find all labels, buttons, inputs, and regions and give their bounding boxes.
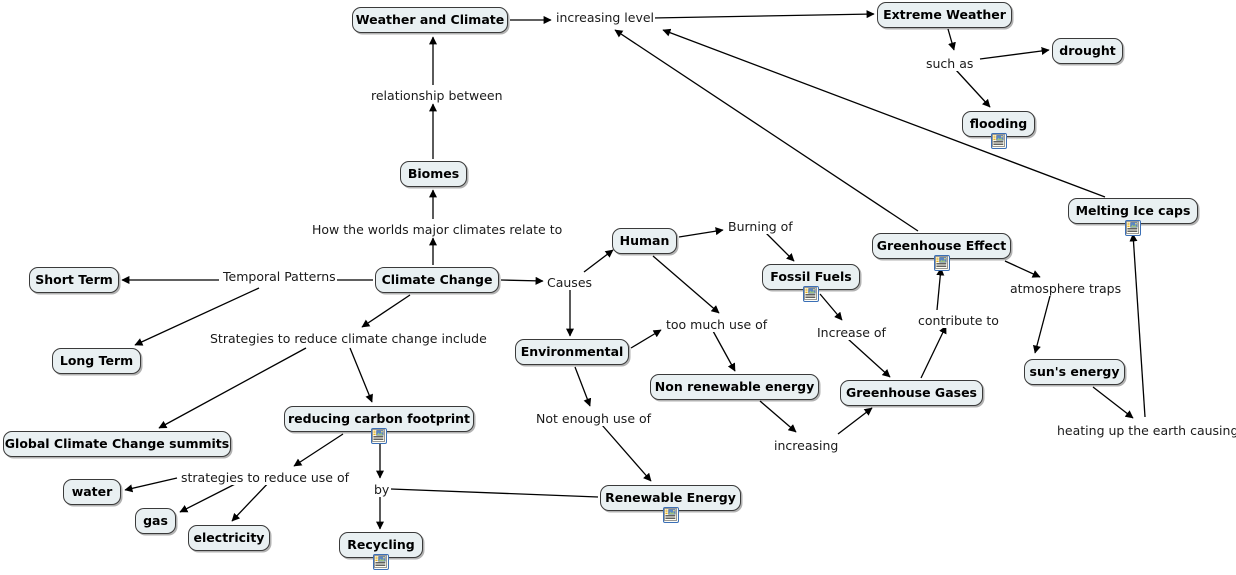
edge-increasing-level-to-extreme-weather — [651, 10, 875, 19]
edge-such-as-to-drought — [979, 46, 1050, 60]
link-label-not_enough_use_of[interactable]: Not enough use of — [535, 411, 653, 426]
concept-node-label: water — [71, 483, 113, 499]
edge-human-to-burning-of — [678, 227, 724, 238]
edge-increasing-to-greenhouse-gases — [837, 407, 873, 435]
edge-non-renewable-to-increasing — [759, 400, 797, 433]
edge-climate-change-to-strategies — [361, 294, 411, 328]
link-label-increasing[interactable]: increasing — [773, 438, 840, 453]
link-label-atmosphere_traps[interactable]: atmosphere traps — [1009, 281, 1123, 296]
edge-heating-up-to-melting-ice-caps — [1129, 233, 1146, 418]
concept-node-label: Global Climate Change summits — [4, 435, 230, 451]
link-label-by[interactable]: by — [373, 482, 391, 497]
concept-node-flooding[interactable]: flooding — [962, 111, 1035, 137]
edge-strategies-use-to-water — [124, 477, 178, 493]
link-label-increase_of[interactable]: Increase of — [816, 325, 887, 340]
concept-node-label: Long Term — [59, 352, 134, 368]
concept-node-label: Greenhouse Effect — [876, 237, 1007, 253]
concept-node-label: electricity — [193, 529, 265, 545]
edge-environmental-to-too-much-use — [630, 329, 662, 349]
concept-node-gas[interactable]: gas — [135, 508, 176, 534]
edge-climate-change-to-causes — [500, 276, 544, 285]
concept-node-label: Climate Change — [381, 271, 493, 287]
edge-greenhouse-effect-to-atmosphere-traps — [1004, 260, 1041, 278]
concept-node-label: Weather and Climate — [355, 11, 505, 27]
edge-extreme-weather-to-such-as — [947, 28, 956, 51]
link-label-strategies_reduce_cc[interactable]: Strategies to reduce climate change incl… — [209, 331, 488, 346]
edge-greenhouse-effect-to-increasing-level — [614, 29, 919, 232]
concept-node-label: reducing carbon footprint — [287, 410, 471, 426]
concept-node-suns_energy[interactable]: sun's energy — [1024, 359, 1125, 385]
concept-node-label: Renewable Energy — [605, 489, 736, 505]
concept-node-non_renewable[interactable]: Non renewable energy — [650, 374, 819, 400]
edge-atmosphere-traps-to-suns-energy — [1032, 295, 1051, 354]
concept-node-long_term[interactable]: Long Term — [52, 348, 141, 374]
edge-contribute-to-to-greenhouse-effect — [936, 267, 945, 311]
concept-node-extreme_weather[interactable]: Extreme Weather — [877, 2, 1012, 28]
concept-node-drought[interactable]: drought — [1052, 38, 1123, 64]
concept-node-label: flooding — [969, 115, 1028, 131]
edge-such-as-to-flooding — [955, 69, 991, 108]
document-resource-icon[interactable] — [803, 286, 819, 302]
concept-node-climate_change[interactable]: Climate Change — [375, 267, 499, 293]
concept-node-label: Melting Ice caps — [1075, 202, 1191, 218]
concept-node-label: Biomes — [407, 165, 460, 181]
concept-node-label: Recycling — [347, 536, 415, 552]
edge-greenhouse-gases-to-contribute-to — [920, 325, 947, 379]
concept-node-label: drought — [1059, 42, 1116, 58]
concept-node-label: sun's energy — [1029, 363, 1120, 379]
document-resource-icon[interactable] — [373, 554, 389, 570]
link-label-relationship_between[interactable]: relationship between — [370, 88, 504, 103]
document-resource-icon[interactable] — [990, 133, 1007, 149]
edge-carbon-footprint-to-strategies-use — [293, 433, 344, 467]
link-label-such_as[interactable]: such as — [925, 56, 975, 71]
link-label-temporal_patterns[interactable]: Temporal Patterns — [222, 269, 337, 284]
link-label-contribute_to[interactable]: contribute to — [917, 313, 1000, 328]
concept-node-electricity[interactable]: electricity — [188, 525, 270, 551]
concept-node-label: Extreme Weather — [883, 6, 1006, 22]
edge-melting-ice-caps-to-increasing-level — [662, 28, 1106, 198]
link-label-burning_of[interactable]: Burning of — [727, 219, 794, 234]
document-resource-icon[interactable] — [662, 507, 679, 523]
edge-environmental-to-not-enough-use — [574, 366, 592, 407]
link-label-increasing_level[interactable]: increasing level — [555, 10, 656, 25]
edge-fossil-fuels-to-increase-of — [819, 293, 843, 321]
edge-strategies-to-carbon-footprint — [349, 347, 373, 403]
edge-increase-of-to-greenhouse-gases — [847, 338, 891, 378]
edge-strategies-use-to-electricity — [231, 478, 273, 522]
concept-node-recycling[interactable]: Recycling — [339, 532, 423, 558]
link-label-strategies_reduce_use[interactable]: strategies to reduce use of — [180, 470, 351, 485]
concept-node-weather_climate[interactable]: Weather and Climate — [352, 7, 508, 33]
concept-node-label: Fossil Fuels — [770, 268, 852, 284]
link-label-heating_up[interactable]: heating up the earth causing — [1056, 424, 1236, 438]
edge-too-much-use-to-non-renewable — [712, 330, 736, 372]
concept-node-global_summits[interactable]: Global Climate Change summits — [3, 431, 231, 457]
link-label-worlds_climates[interactable]: How the worlds major climates relate to — [311, 222, 564, 237]
concept-node-label: gas — [143, 512, 168, 528]
concept-node-label: Greenhouse Gases — [846, 384, 977, 400]
concept-node-human[interactable]: Human — [612, 228, 677, 254]
edge-causes-to-human — [583, 249, 614, 273]
concept-node-environmental[interactable]: Environmental — [515, 339, 629, 365]
edge-burning-of-to-fossil-fuels — [764, 231, 795, 262]
concept-node-label: Human — [619, 232, 670, 248]
link-label-causes[interactable]: Causes — [546, 275, 594, 290]
concept-node-short_term[interactable]: Short Term — [29, 267, 119, 293]
document-resource-icon[interactable] — [371, 428, 387, 444]
edge-not-enough-use-to-renewable-energy — [601, 424, 652, 482]
document-resource-icon[interactable] — [933, 255, 950, 271]
link-label-too_much_use_of[interactable]: too much use of — [665, 317, 769, 332]
edge-suns-energy-to-heating-up — [1092, 386, 1134, 419]
edge-by-to-renewable-energy — [390, 488, 599, 498]
edge-human-to-too-much-use — [652, 255, 720, 314]
concept-node-biomes[interactable]: Biomes — [400, 161, 467, 187]
concept-node-label: Environmental — [520, 343, 624, 359]
concept-node-water[interactable]: water — [63, 479, 121, 505]
concept-node-greenhouse_gases[interactable]: Greenhouse Gases — [840, 380, 983, 406]
concept-node-label: Short Term — [35, 271, 113, 287]
concept-node-label: Non renewable energy — [654, 378, 815, 394]
document-resource-icon[interactable] — [1125, 220, 1141, 236]
